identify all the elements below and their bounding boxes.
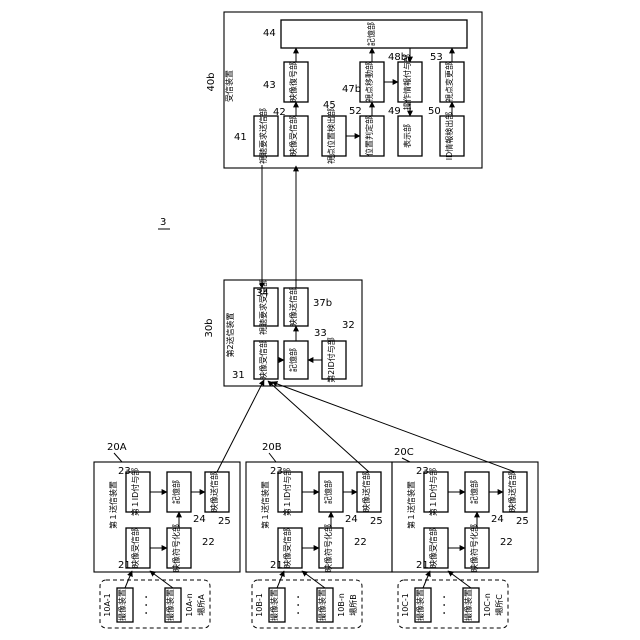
st-video-transmitter-label: 映像送信部 [288, 287, 298, 327]
rd-request-sender-label: 視聴要求送信部 [258, 108, 268, 164]
ref-42: 42 [273, 107, 286, 118]
ref-32: 32 [342, 320, 355, 331]
ref-22-c: 22 [500, 537, 513, 548]
rd-viewpoint-change-label: 視点変更部 [444, 62, 454, 102]
rd-storage-label: 記憶部 [366, 22, 376, 46]
camera-label-b2: 撮像装置 [317, 589, 327, 621]
id-assign-label-c: 第１ID付与部 [428, 468, 438, 517]
ref-25-c: 25 [516, 516, 529, 527]
video-transmitter-label-b: 映像送信部 [361, 472, 371, 512]
place-label-b: 場所B [348, 594, 358, 616]
storage-label-c: 記憶部 [469, 480, 479, 504]
storage-label-a: 記憶部 [171, 480, 181, 504]
ref-23-c: 23 [416, 466, 429, 477]
ref-24-c: 24 [491, 514, 504, 525]
ref-34: 34 [256, 288, 269, 299]
ref-49: 49 [388, 106, 401, 117]
figure-number: 3 [160, 217, 166, 228]
camera-label-b1: 撮像装置 [269, 589, 279, 621]
video-transmitter-label-a: 映像送信部 [209, 472, 219, 512]
video-encoder-label-b: 映像符号化部 [323, 524, 333, 572]
id-assign-label-b: 第１ID付与部 [282, 468, 292, 517]
ref-23-b: 23 [270, 466, 283, 477]
rd-display-label: 表示部 [402, 124, 412, 148]
camera-first-ref-c: 10C-1 [401, 593, 410, 617]
camera-dots-b: ・・・ [294, 593, 303, 617]
ref-22-b: 22 [354, 537, 367, 548]
camera-label-c2: 撮像装置 [463, 589, 473, 621]
second-transmitter: 30b 第2送信装置 映像受信部 31 記憶部 33 第2ID付与部 32 視聴… [204, 279, 362, 386]
ref-41: 41 [234, 132, 247, 143]
ref-24-b: 24 [345, 514, 358, 525]
receiving-device-ref: 40b [206, 72, 217, 91]
video-receiver-label-b: 映像受信部 [282, 528, 292, 568]
ref-37b: 37b [313, 298, 332, 309]
camera-first-ref-b: 10B-1 [255, 593, 264, 617]
rd-decoder-label: 映像復号部 [288, 62, 298, 102]
ref-45: 45 [323, 100, 336, 111]
ref-23-a: 23 [118, 466, 131, 477]
camera-dots-c: ・・・ [440, 593, 449, 617]
id-assign-label-a: 第１ID付与部 [130, 468, 140, 517]
device-title-a: 第１送信装置 [108, 481, 118, 529]
ref-24-a: 24 [193, 514, 206, 525]
camera-label-a1: 撮像装置 [117, 589, 127, 621]
ref-25-b: 25 [370, 516, 383, 527]
ref-21-a: 21 [118, 560, 131, 571]
ref-25-a: 25 [218, 516, 231, 527]
rd-viewpoint-move-label: 視点移動部 [364, 62, 374, 102]
video-encoder-label-a: 映像符号化部 [171, 524, 181, 572]
ref-47b: 47b [342, 84, 361, 95]
arrow-a-to-st [217, 380, 264, 472]
st-storage-label: 記憶部 [288, 348, 298, 372]
storage-label-b: 記憶部 [323, 480, 333, 504]
camera-last-ref-a: 10A-n [185, 593, 194, 616]
ref-50: 50 [428, 106, 441, 117]
camera-dots-a: ・・・ [142, 593, 151, 617]
device-ref-c: 20C [394, 447, 414, 458]
device-title-b: 第１送信装置 [260, 481, 270, 529]
device-ref-b: 20B [262, 442, 282, 453]
rd-id-detector-label: ID情報検出部 [444, 112, 454, 161]
device-ref-a: 20A [107, 442, 127, 453]
second-transmitter-title: 第2送信装置 [225, 312, 235, 357]
rd-video-receiver-label: 映像受信部 [288, 116, 298, 156]
camera-last-ref-c: 10C-n [483, 593, 492, 617]
st-id-assign-label: 第2ID付与部 [326, 337, 336, 383]
ref-31: 31 [232, 370, 245, 381]
video-receiver-label-c: 映像受信部 [428, 528, 438, 568]
arrow-b-to-st [268, 381, 369, 472]
camera-label-a2: 撮像装置 [165, 589, 175, 621]
ref-22-a: 22 [202, 537, 215, 548]
ref-43: 43 [263, 80, 276, 91]
camera-label-c1: 撮像装置 [415, 589, 425, 621]
ref-21-c: 21 [416, 560, 429, 571]
rd-viewpoint-detector-label: 視点位置検出部 [326, 108, 336, 164]
device-title-c: 第１送信装置 [406, 481, 416, 529]
place-label-a: 場所A [196, 594, 206, 616]
video-encoder-label-c: 映像符号化部 [469, 524, 479, 572]
camera-first-ref-a: 10A-1 [103, 593, 112, 616]
ref-52: 52 [349, 106, 362, 117]
ref-53: 53 [430, 52, 443, 63]
video-receiver-label-a: 映像受信部 [130, 528, 140, 568]
receiving-device-title: 受信装置 [224, 70, 234, 102]
place-label-c: 場所C [494, 594, 504, 616]
second-transmitter-ref: 30b [204, 318, 215, 337]
ref-44: 44 [263, 28, 276, 39]
site-b: 撮像装置 撮像装置 ・・・ 10B-1 10B-n 場所B 第１送信装置 20B… [246, 442, 392, 628]
camera-last-ref-b: 10B-n [337, 593, 346, 617]
ref-33: 33 [314, 328, 327, 339]
st-video-receiver-label: 映像受信部 [258, 340, 268, 380]
receiving-device: 40b 受信装置 記憶部 44 視聴要求送信部 41 映像受信部 42 映像復号… [206, 12, 482, 168]
site-c: 撮像装置 撮像装置 ・・・ 10C-1 10C-n 場所C 第１送信装置 20C… [392, 447, 538, 628]
rd-position-judge-label: 位置判定部 [364, 116, 374, 156]
video-transmitter-label-c: 映像送信部 [507, 472, 517, 512]
arrow-c-to-st [272, 382, 515, 472]
ref-21-b: 21 [270, 560, 283, 571]
ref-48b: 48b [388, 52, 407, 63]
